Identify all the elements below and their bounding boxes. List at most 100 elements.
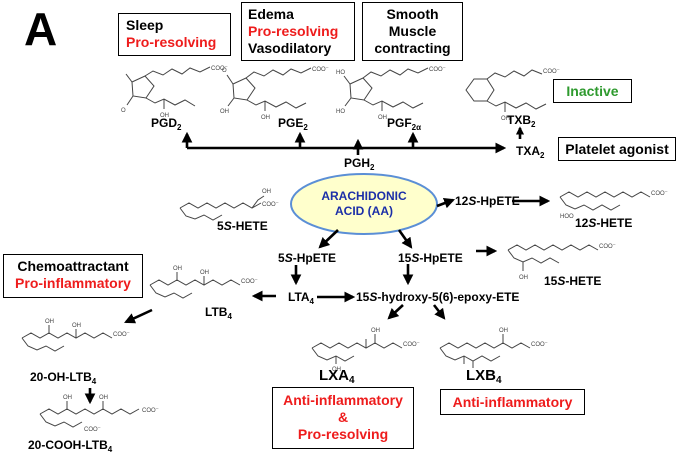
ltb4-to-20oh-arrow (124, 308, 153, 324)
lipoxygenase-labels: 12S-HpETE 12S-HETE 5S-HETE 5S-HpETE 15S-… (28, 194, 632, 454)
aa-to-12s-hpete-arrow (436, 197, 456, 209)
5s-hpete-label: 5S-HpETE (278, 251, 336, 265)
smooth-text: Smooth (386, 6, 439, 22)
vasodilatory-text: Vasodilatory (248, 40, 332, 56)
structure-hydroxyl-label: OH (261, 115, 270, 121)
structure-hydroxyl-label: OH (499, 328, 508, 334)
ampersand-text: & (337, 409, 349, 425)
lxa4-label: LXA4 (319, 367, 355, 386)
structure-5s-hete: OH COO⁻ (179, 189, 279, 221)
structure-12s-hpete: HOO COO⁻ (559, 191, 668, 220)
structure-hydroxyl-label: OH (378, 115, 387, 121)
15s-hete-label: 15S-HETE (544, 274, 601, 288)
lipoxygenase-arrows (84, 195, 551, 405)
structure-carboxylate-label: COO⁻ (142, 408, 159, 414)
txa2-label: TXA2 (516, 144, 545, 160)
structure-hydroxyl-label: OH (262, 189, 271, 195)
aa-ellipse (290, 173, 438, 235)
structure-hydroxyl-label: OH (501, 116, 510, 122)
epoxy-ete-label: 15S-hydroxy-5(6)-epoxy-ETE (356, 290, 519, 304)
sleep-box: Sleep Pro-resolving (118, 13, 231, 56)
structure-carboxylate-label: COO⁻ (403, 342, 420, 348)
structure-hydroxyl-label: HO (336, 109, 345, 115)
structure-lxb4: OH COO⁻ (439, 328, 548, 368)
pro-inflammatory-text: Pro-inflammatory (15, 275, 131, 291)
structure-carboxylate-label: COO⁻ (599, 244, 616, 250)
aa-label-line2: ACID (AA) (335, 204, 393, 218)
12s-hete-label: 12S-HETE (575, 216, 632, 230)
structure-hydroperoxy-label: HOO (560, 214, 574, 220)
structure-carboxylate-label: COO⁻ (262, 202, 279, 208)
epoxy-to-lxa4-arrow (387, 304, 404, 320)
pro-resolving-text: Pro-resolving (126, 34, 217, 50)
lta4-label: LTA4 (288, 290, 315, 306)
arachidonic-acid-node: ARACHIDONIC ACID (AA) (290, 173, 438, 235)
smooth-muscle-box: Smooth Muscle contracting (362, 2, 463, 61)
chemoattractant-box: Chemoattractant Pro-inflammatory (3, 254, 143, 298)
structure-hydroxyl-label: OH (72, 323, 81, 329)
structure-oxo-label: O (121, 108, 126, 114)
12s-hpete-label: 12S-HpETE (455, 194, 520, 208)
ltb4-label: LTB4 (205, 305, 232, 321)
structure-pge2: O OH OH COO⁻ (220, 67, 329, 121)
pgd2-label: PGD2 (151, 116, 182, 132)
contracting-text: contracting (374, 40, 451, 56)
sleep-text: Sleep (126, 17, 164, 33)
structure-hydroxyl-label: OH (220, 109, 229, 115)
muscle-text: Muscle (388, 23, 437, 39)
15s-hpete-label: 15S-HpETE (398, 251, 463, 265)
lxb4-label: LXB4 (466, 367, 502, 386)
structure-hydroxyl-label: OH (45, 319, 54, 325)
structure-carboxylate-label: COO⁻ (211, 66, 228, 72)
structure-carboxylate-label: COO⁻ (543, 69, 560, 75)
structure-hydroxyl-label: HO (336, 70, 345, 76)
structure-hydroxyl-label: OH (200, 270, 209, 276)
structure-carboxylate-label: COO⁻ (84, 427, 101, 433)
structure-txb2: OH COO⁻ (465, 69, 560, 122)
structure-carboxylate-label: COO⁻ (531, 342, 548, 348)
epoxy-to-lxb4-arrow (432, 304, 446, 320)
structure-20-cooh-ltb4: OH OH COO⁻ COO⁻ (39, 395, 159, 433)
20-oh-ltb4-label: 20-OH-LTB4 (30, 370, 97, 386)
edema-box: Edema Pro-resolving Vasodilatory (241, 2, 355, 61)
structure-ltb4: OH OH COO⁻ (149, 266, 258, 299)
structure-pgf2a: HO HO OH COO⁻ (336, 67, 446, 121)
structure-hydroxyl-label: OH (160, 113, 169, 119)
txb2-label: TXB2 (507, 113, 536, 129)
platelet-agonist-box: Platelet agonist (558, 137, 676, 161)
panel-label: A (24, 3, 58, 55)
aa-to-5s-hpete-arrow (318, 229, 339, 249)
structure-15s-hete: OH COO⁻ (507, 244, 616, 281)
pro-resolving-text: Pro-resolving (297, 426, 389, 442)
anti-inflammatory-box: Anti-inflammatory (440, 389, 585, 415)
structure-20-oh-ltb4: OH OH COO⁻ (21, 319, 130, 352)
structure-hydroxyl-label: OH (332, 367, 341, 373)
inactive-box: Inactive (553, 79, 632, 103)
aa-label-line1: ARACHIDONIC (321, 189, 407, 203)
structure-hydroxyl-label: OH (519, 275, 528, 281)
anti-pro-resolving-box: Anti-inflammatory & Pro-resolving (272, 387, 414, 449)
structure-hydroxyl-label: OH (99, 395, 108, 401)
structure-hydroxyl-label: OH (63, 395, 72, 401)
structure-carboxylate-label: COO⁻ (113, 332, 130, 338)
pgf2a-label: PGF2α (387, 116, 421, 132)
anti-inflammatory-text: Anti-inflammatory (283, 392, 403, 408)
pgh2-label: PGH2 (344, 156, 375, 172)
edema-text: Edema (248, 6, 294, 22)
lipoxin-labels: LXA4 LXB4 (319, 367, 502, 386)
structure-pgd2: OH COO⁻ O (121, 66, 228, 119)
structure-hydroxyl-label: OH (173, 266, 182, 272)
structure-hydroxyl-label: OH (371, 328, 380, 334)
5s-hete-label: 5S-HETE (217, 219, 268, 233)
structure-lxa4: OH OH COO⁻ (311, 328, 420, 373)
pge2-label: PGE2 (278, 116, 308, 132)
prostanoid-labels: PGD2 PGE2 PGF2α TXB2 TXA2 PGH2 (151, 113, 545, 172)
structure-carboxylate-label: COO⁻ (241, 279, 258, 285)
chemoattractant-text: Chemoattractant (17, 258, 129, 274)
prostanoid-branch (181, 126, 525, 155)
aa-to-15s-hpete-arrow (397, 229, 413, 249)
structure-oxo-label: O (222, 68, 227, 74)
structure-carboxylate-label: COO⁻ (651, 191, 668, 197)
